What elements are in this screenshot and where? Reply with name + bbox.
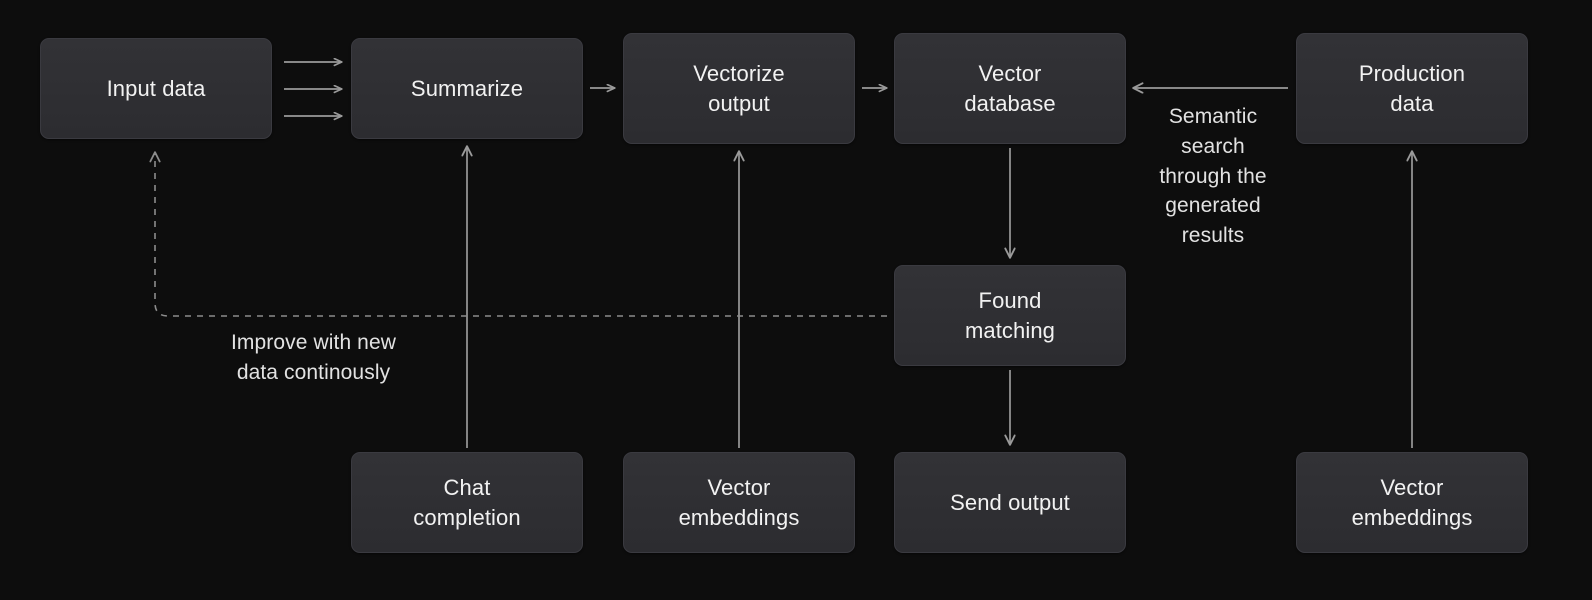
node-input-data[interactable]: Input data xyxy=(40,38,272,139)
node-vectorize-output[interactable]: Vectorize output xyxy=(623,33,855,144)
node-chat-completion[interactable]: Chat completion xyxy=(351,452,583,553)
node-label: Vector embeddings xyxy=(678,475,800,530)
node-vector-database[interactable]: Vector database xyxy=(894,33,1126,144)
node-summarize[interactable]: Summarize xyxy=(351,38,583,139)
edge-label-improve-with-new-data: Improve with new data continously xyxy=(231,331,396,384)
node-found-matching[interactable]: Found matching xyxy=(894,265,1126,366)
node-label: Send output xyxy=(950,489,1070,515)
node-vector-embeddings-2[interactable]: Vector embeddings xyxy=(1296,452,1528,553)
node-label: Vector embeddings xyxy=(1351,475,1473,530)
node-label: Vectorize output xyxy=(693,61,785,116)
node-label: Vector database xyxy=(964,61,1056,116)
node-label: Found matching xyxy=(964,288,1056,343)
node-send-output[interactable]: Send output xyxy=(894,452,1126,553)
node-label: Summarize xyxy=(410,75,524,101)
node-production-data[interactable]: Production data xyxy=(1296,33,1528,144)
node-label: Production data xyxy=(1358,61,1466,116)
node-vector-embeddings-1[interactable]: Vector embeddings xyxy=(623,452,855,553)
node-label: Chat completion xyxy=(413,475,521,530)
node-label: Input data xyxy=(106,75,206,101)
edge-label-semantic-search: Semantic search through the generated re… xyxy=(1159,105,1267,248)
edge-found-to-input-feedback xyxy=(155,152,887,317)
